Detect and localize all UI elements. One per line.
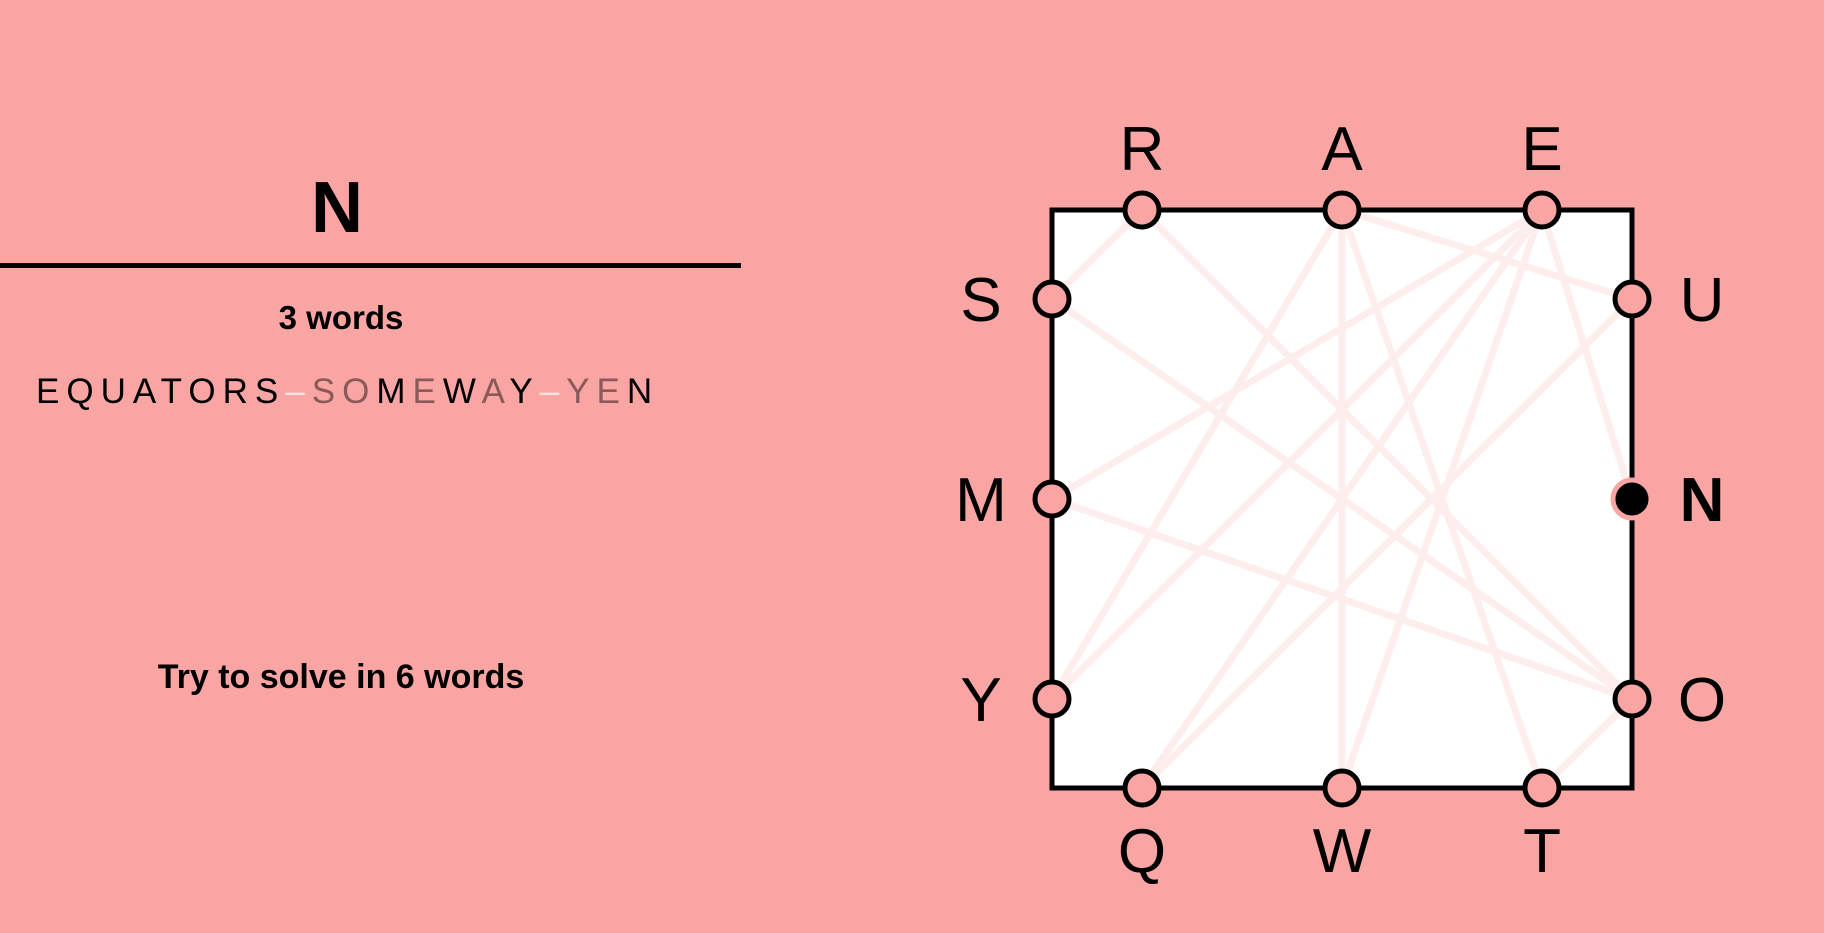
letter-dot-e[interactable] [1522,190,1562,230]
word-separator: – [285,372,312,411]
letter-label-n[interactable]: N [1680,466,1725,535]
played-letter: R [222,372,255,411]
current-word-display: N [311,168,364,248]
letter-label-e[interactable]: E [1521,115,1562,184]
letter-dot-a[interactable] [1322,190,1362,230]
played-letter: W [442,372,482,411]
words-played-list: EQUATORS–SOMEWAY–YEN [36,370,659,414]
played-letter: M [376,372,413,411]
played-letter: Y [509,372,540,411]
letter-dot-n[interactable] [1610,477,1654,521]
word-separator: – [539,372,567,411]
path-line-s-o [1050,296,1634,702]
letter-label-r[interactable]: R [1120,115,1165,184]
path-line-o-m [1050,495,1634,703]
letter-dot-q[interactable] [1122,768,1162,808]
played-letter: A [132,372,161,411]
word-divider [0,263,741,268]
board-square [1049,207,1635,791]
word-count-label: 3 words [278,299,404,336]
letter-dot-r[interactable] [1122,190,1162,230]
played-letter: O [188,372,223,411]
letter-label-s[interactable]: S [960,266,1001,335]
played-letter: E [36,372,67,411]
path-line-e-w [1338,208,1546,790]
played-letter: Y [566,372,597,411]
played-letter: S [254,372,286,411]
letter-dot-s[interactable] [1032,279,1072,319]
letter-label-m[interactable]: M [955,466,1007,535]
played-letter: Q [66,372,101,411]
letter-label-t[interactable]: T [1523,817,1561,886]
path-line-a-y [1048,208,1346,701]
letter-label-y[interactable]: Y [960,666,1001,735]
letter-label-o[interactable]: O [1678,666,1726,735]
letter-labels: R A E Q W T S M Y U N O [955,115,1726,886]
path-line-y-e [1049,207,1545,702]
path-line-m-e [1050,206,1544,503]
letter-dot-y[interactable] [1032,679,1072,719]
path-line-e-n [1538,208,1636,501]
played-letter: N [626,372,660,411]
path-line-u-a [1340,206,1634,303]
letter-dot-w[interactable] [1322,768,1362,808]
letter-dot-u[interactable] [1612,279,1652,319]
word-panel: N 3 words EQUATORS–SOMEWAY–YEN Try to so… [0,0,741,933]
letter-dot-t[interactable] [1522,768,1562,808]
played-letter: E [596,372,627,411]
letter-label-q[interactable]: Q [1118,817,1166,886]
played-letter: T [160,372,189,411]
letter-dots [1032,190,1654,808]
path-line-a-t [1338,208,1546,790]
played-letter: S [311,372,343,411]
played-letter: U [100,372,133,411]
played-path-lines [1048,206,1636,791]
letter-dot-m[interactable] [1032,479,1072,519]
letter-label-u[interactable]: U [1680,266,1725,335]
path-line-q-u [1139,296,1635,791]
letter-label-w[interactable]: W [1313,817,1372,886]
path-line-o-r [1139,207,1635,702]
played-letter: O [342,372,377,411]
played-letter: A [481,372,510,411]
goal-label: Try to solve in 6 words [157,658,525,696]
path-line-e-q [1139,208,1545,790]
letter-label-a[interactable]: A [1321,115,1363,184]
played-letter: E [412,372,443,411]
letter-dot-o[interactable] [1612,679,1652,719]
